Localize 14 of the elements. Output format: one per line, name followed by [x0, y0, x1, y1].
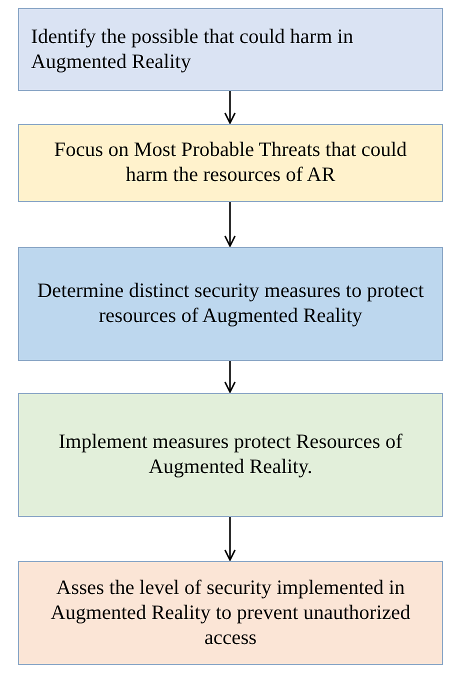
process-box [18, 393, 443, 517]
process-box [18, 561, 443, 665]
arrow [224, 91, 236, 124]
arrow [224, 361, 236, 393]
step-text: Implement measures protect Resources of Augmented Reality. [58, 430, 404, 480]
arrow [224, 202, 236, 247]
process-box [18, 8, 443, 91]
step-text: Identify the possible that could harm in Augmented Reality [31, 24, 354, 74]
step-text: Asses the level of security implemented in Augmented Reality to prevent unauthorized access [50, 576, 412, 650]
process-box [18, 247, 443, 361]
arrow [224, 517, 236, 561]
process-box [18, 124, 443, 202]
step-text: Focus on Most Probable Threats that could harm the resources of AR [53, 138, 408, 188]
step-text: Determine distinct security measures to protect resources of Augmented Reality [36, 279, 425, 329]
